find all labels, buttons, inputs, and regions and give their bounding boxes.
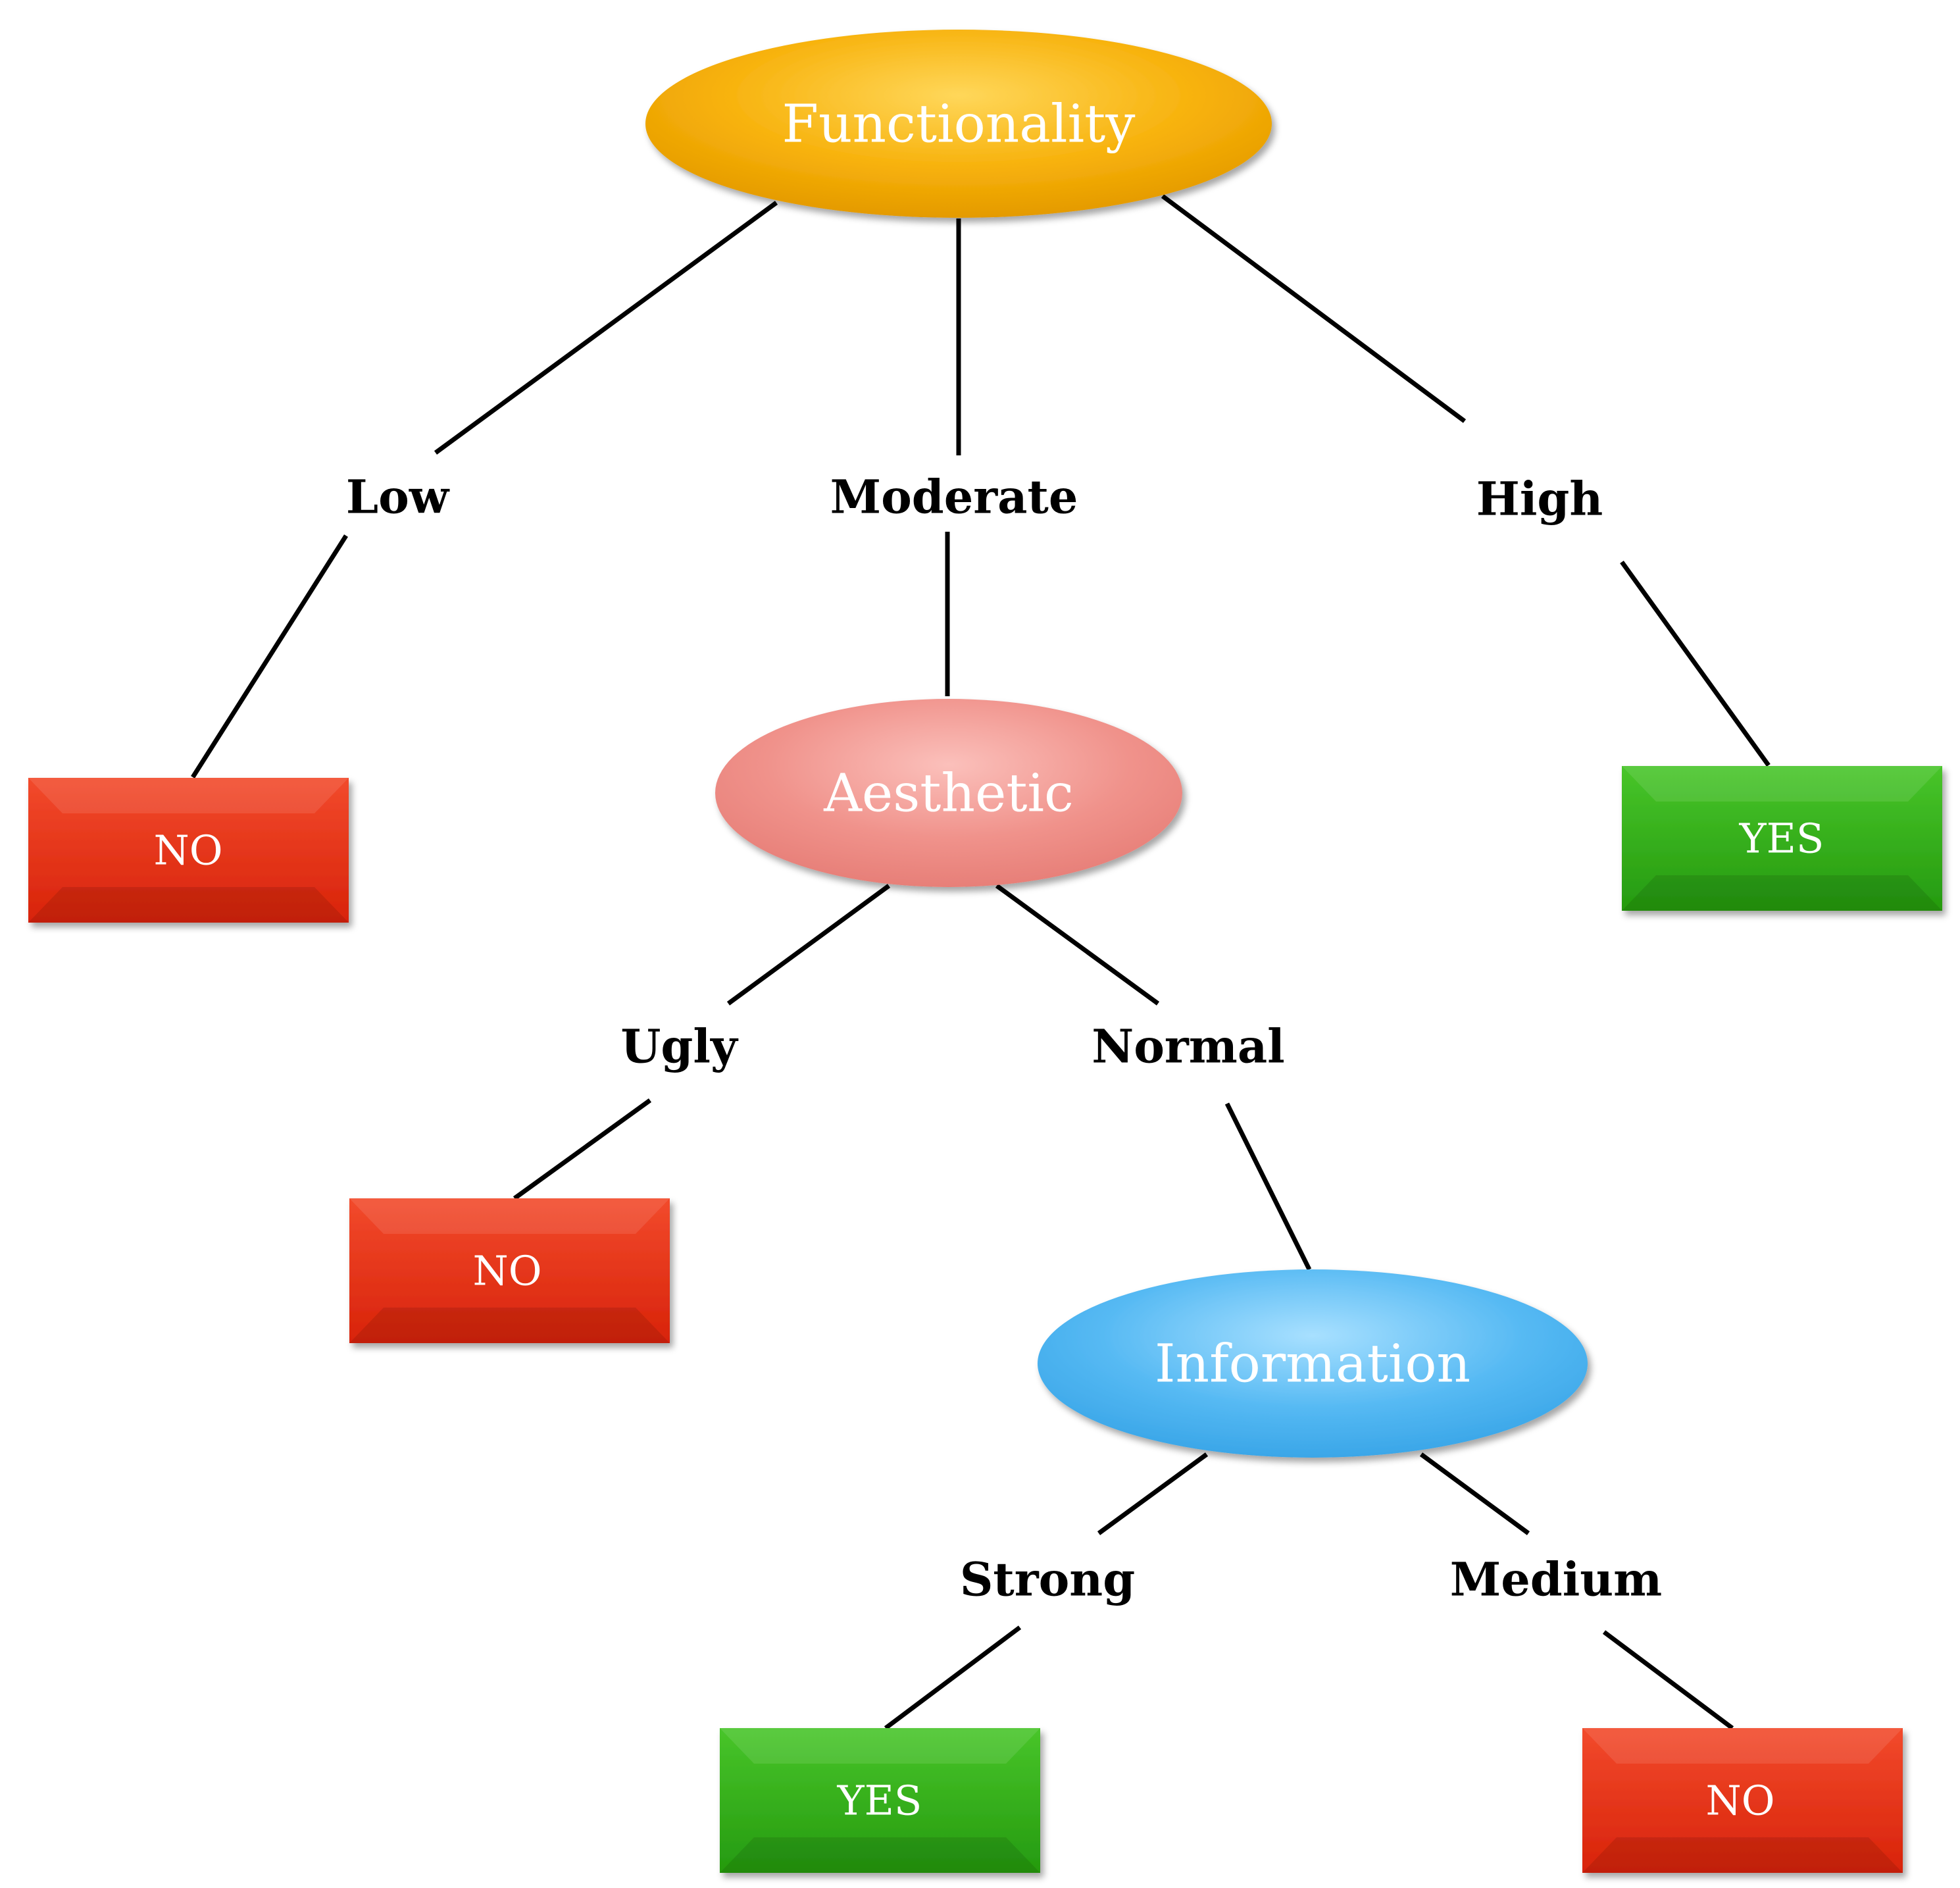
edge-normal-information (1224, 1102, 1312, 1271)
decision-node-functionality: Functionality (645, 30, 1272, 218)
branch-normal: Normal (1092, 1019, 1285, 1074)
branch-moderate: Moderate (830, 470, 1078, 524)
edge-information-medium (1419, 1452, 1530, 1535)
edge-high-yes (1620, 560, 1771, 767)
leaf-high-yes: YES (1622, 766, 1942, 911)
leaf-ugly-no: NO (349, 1198, 670, 1343)
leaf-high-yes-label: YES (1739, 815, 1824, 863)
branch-low: Low (346, 470, 450, 524)
leaf-strong-yes: YES (720, 1728, 1040, 1873)
edges (191, 194, 1771, 1730)
leaf-ugly-no-label: NO (472, 1247, 541, 1295)
edge-functionality-high (1161, 194, 1467, 423)
leaf-low-no-label: NO (153, 827, 222, 875)
functionality-label: Functionality (782, 93, 1136, 155)
edge-low-no (191, 534, 348, 778)
edge-information-strong (1097, 1452, 1209, 1535)
edge-aesthetic-ugly (726, 884, 891, 1006)
branch-labels: Low Moderate High Ugly Normal Strong Med… (346, 470, 1662, 1607)
leaf-strong-yes-label: YES (837, 1777, 922, 1825)
leaf-medium-no-label: NO (1705, 1777, 1774, 1825)
branch-medium: Medium (1450, 1552, 1663, 1607)
decision-node-information: Information (1038, 1269, 1588, 1458)
branch-strong: Strong (960, 1552, 1135, 1607)
aesthetic-label: Aesthetic (823, 763, 1074, 824)
leaf-medium-no: NO (1582, 1728, 1903, 1873)
edge-aesthetic-normal (995, 884, 1160, 1006)
branch-high: High (1476, 472, 1603, 526)
branch-ugly: Ugly (620, 1019, 739, 1074)
leaf-low-no: NO (28, 778, 349, 923)
edge-medium-no (1602, 1630, 1734, 1730)
decision-node-aesthetic: Aesthetic (715, 699, 1182, 887)
edge-strong-yes (884, 1625, 1022, 1730)
information-label: Information (1155, 1333, 1470, 1394)
edge-ugly-no (513, 1098, 652, 1200)
edge-functionality-low (434, 201, 778, 455)
